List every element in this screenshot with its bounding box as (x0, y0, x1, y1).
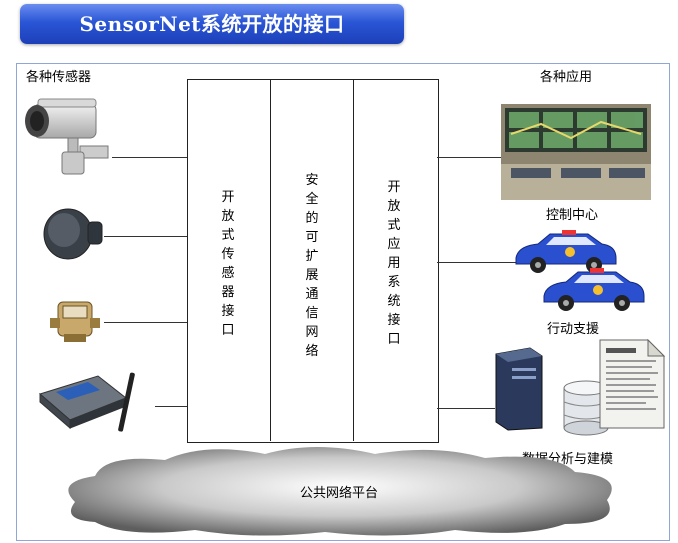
control-center-label: 控制中心 (546, 208, 599, 223)
police-car-icon (543, 268, 645, 311)
column-divider (353, 80, 354, 441)
mobile-support-label: 行动支援 (547, 322, 600, 337)
application-connector (437, 262, 517, 263)
applications-header: 各种应用 (540, 70, 593, 85)
sensor-connector (112, 157, 187, 158)
control-room-photo (501, 104, 651, 200)
server-icon (495, 347, 543, 431)
application-connector (437, 157, 503, 158)
page-title: SensorNet系统开放的接口 (20, 4, 404, 44)
sensor-interface-column: 开放式传感器接口 (221, 190, 235, 338)
document-icon (599, 338, 666, 429)
application-interface-column: 开放式应用系统接口 (387, 180, 401, 347)
security-camera-icon (25, 98, 109, 175)
cloud-platform-icon (68, 447, 612, 536)
round-sensor-icon (43, 208, 103, 260)
meter-sensor-icon (50, 301, 100, 342)
wireless-modem-icon (38, 372, 135, 432)
police-car-icon (515, 230, 617, 273)
column-divider (270, 80, 271, 441)
interface-box (187, 79, 439, 443)
sensor-connector (155, 406, 187, 407)
network-column: 安全的可扩展通信网络 (305, 173, 319, 359)
sensors-header: 各种传感器 (26, 70, 92, 85)
platform-label: 公共网络平台 (299, 486, 378, 501)
sensor-connector (104, 322, 187, 323)
sensor-connector (104, 236, 187, 237)
application-connector (437, 408, 495, 409)
